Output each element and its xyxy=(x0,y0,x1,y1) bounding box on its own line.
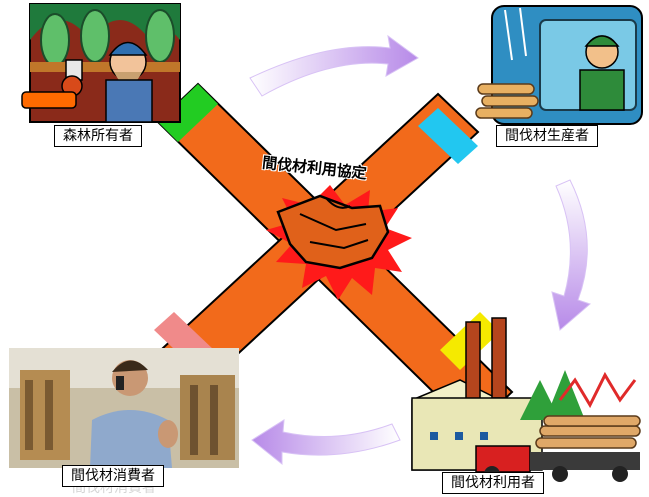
cycle-arrow-right xyxy=(551,179,591,331)
producer-image xyxy=(475,5,643,125)
user-label: 間伐材利用者 xyxy=(442,472,544,494)
consumer-label: 間伐材消費者 xyxy=(62,465,164,487)
cycle-arrow-top xyxy=(249,34,419,97)
producer-label: 間伐材生産者 xyxy=(496,125,598,147)
forest-owner-image xyxy=(21,3,181,123)
forest-owner-label: 森林所有者 xyxy=(54,125,142,147)
user-image xyxy=(411,317,641,482)
handshake-icon xyxy=(276,194,390,270)
cycle-arrow-bottom xyxy=(251,419,401,466)
consumer-image xyxy=(9,348,239,468)
